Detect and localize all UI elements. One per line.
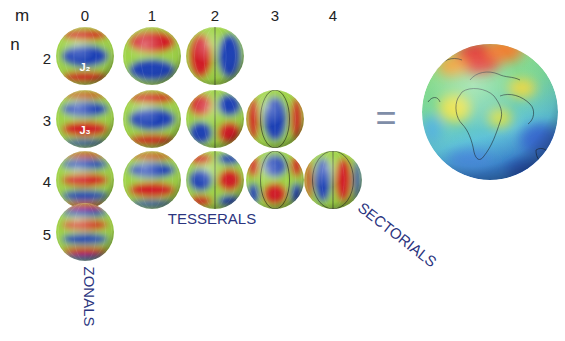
- order-number: 0: [81, 8, 89, 23]
- group-label: TESSERALS: [168, 211, 256, 226]
- sphere-base: [242, 86, 308, 152]
- sphere-base: [119, 86, 185, 152]
- sphere-base: [119, 147, 185, 213]
- coefficient-label: J₂: [79, 62, 90, 73]
- sphere-shading: [56, 151, 114, 209]
- sphere-base: [300, 147, 366, 213]
- harmonic-grid: [52, 23, 366, 265]
- degree-number: 2: [43, 51, 51, 66]
- sphere-base: [182, 86, 248, 152]
- group-label: SECTORIALS: [355, 199, 439, 269]
- sphere-shading: [304, 151, 362, 209]
- sphere-base: [182, 147, 248, 213]
- sphere-base: [119, 23, 185, 89]
- sphere-shading: [186, 27, 244, 85]
- order-number: 1: [148, 8, 156, 23]
- sphere-shading: [56, 27, 114, 85]
- sphere-shading: [123, 27, 181, 85]
- spherical-harmonic: [242, 86, 308, 152]
- spherical-harmonic: [56, 27, 114, 85]
- sphere-outline: [56, 27, 114, 85]
- degree-number: 3: [43, 113, 51, 128]
- sphere-base: [52, 199, 118, 265]
- sphere-base: [242, 147, 308, 213]
- spherical-harmonic: [52, 199, 118, 265]
- spherical-harmonic: [182, 147, 248, 213]
- sphere-shading: [56, 90, 114, 148]
- order-number: 4: [329, 8, 337, 23]
- zonal-harmonic: J₃: [56, 90, 114, 148]
- coefficient-label: J₃: [79, 125, 90, 136]
- order-number: 2: [211, 8, 219, 23]
- sphere-shading: [56, 203, 114, 261]
- spherical-harmonic: [119, 86, 185, 152]
- degree-number: 5: [43, 227, 51, 242]
- sphere-shading: [123, 151, 181, 209]
- sphere-base: [182, 23, 248, 89]
- spherical-harmonic: [119, 147, 185, 213]
- axis-label: m: [15, 7, 29, 24]
- sphere-base: [56, 90, 114, 148]
- equals-sign: =: [375, 100, 396, 136]
- sphere-shading: [186, 151, 244, 209]
- spherical-harmonic: [119, 23, 185, 89]
- sphere-shading: [246, 151, 304, 209]
- sphere-base: [56, 27, 114, 85]
- earth-base: [422, 44, 558, 180]
- degree-number: 4: [43, 174, 51, 189]
- sphere-outline: [56, 90, 114, 148]
- zonal-harmonic: J₂: [56, 27, 114, 85]
- spherical-harmonic: [242, 147, 308, 213]
- order-number: 3: [271, 8, 279, 23]
- sphere-shading: [123, 90, 181, 148]
- spherical-harmonic: [182, 23, 248, 89]
- group-label: ZONALS: [81, 266, 96, 326]
- spherical-harmonic: [56, 90, 114, 148]
- earth-shading: [422, 44, 558, 180]
- spherical-harmonic: [182, 86, 248, 152]
- spherical-harmonic: [300, 147, 366, 213]
- sphere-shading: [186, 90, 244, 148]
- sphere-shading: [246, 90, 304, 148]
- axis-label: n: [10, 36, 19, 53]
- earth-geoid: [422, 38, 560, 180]
